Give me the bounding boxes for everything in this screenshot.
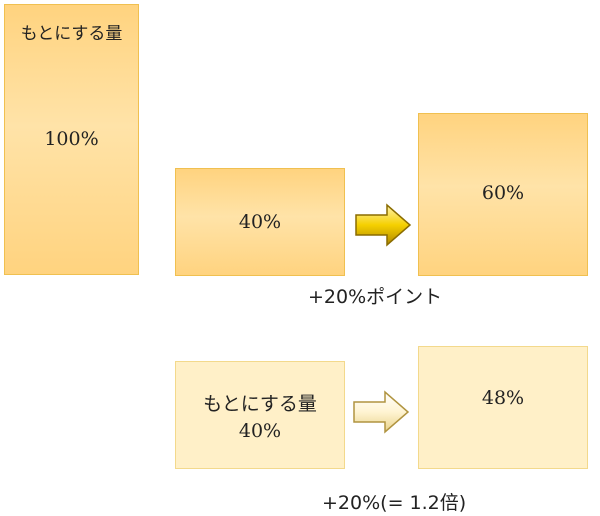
arrow-right-icon bbox=[355, 203, 412, 247]
top-right-value: 60% bbox=[481, 182, 525, 204]
arrow-right-icon bbox=[353, 390, 410, 434]
top-left-box: 40% bbox=[175, 168, 345, 276]
bottom-left-box: もとにする量 40% bbox=[175, 361, 345, 469]
bottom-left-label: もとにする量 bbox=[203, 392, 317, 415]
top-caption: +20%ポイント bbox=[308, 286, 443, 308]
base-amount-value: 100% bbox=[44, 128, 99, 150]
top-right-box: 60% bbox=[418, 113, 588, 276]
bottom-left-value: 40% bbox=[238, 419, 282, 442]
bottom-right-box: 48% bbox=[418, 346, 588, 469]
top-left-value: 40% bbox=[238, 211, 282, 233]
base-amount-box: もとにする量 100% bbox=[4, 4, 139, 275]
base-amount-label: もとにする量 bbox=[20, 24, 123, 44]
bottom-right-value: 48% bbox=[481, 386, 525, 409]
bottom-caption: +20%(= 1.2倍) bbox=[322, 492, 467, 514]
